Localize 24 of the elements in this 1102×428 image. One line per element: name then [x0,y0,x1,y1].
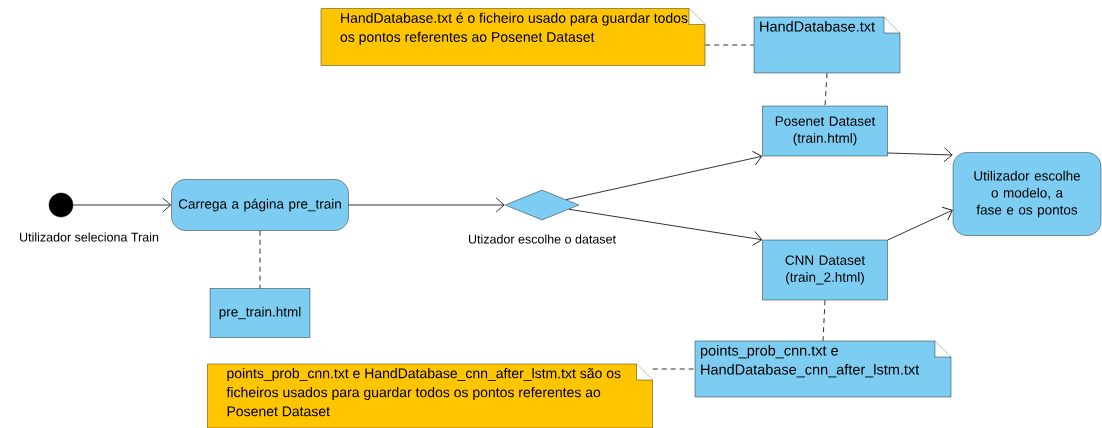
comment-note: HandDatabase.txt é o ficheiro usado para guardar todos os pontos referentes ao Posenet Dataset [320,8,706,66]
node-caption: Utizador escolhe o dataset [468,234,616,244]
dashed-connector [259,230,261,289]
note-box: HandDatabase.txt [753,16,901,74]
comment-note: points_prob_cnn.txt e HandDatabase_cnn_after_lstm.txt são os ficheiros usados para guardar todos os pontos referentes ao Posenet Dataset [207,363,653,428]
dashed-connector [824,72,828,107]
object-box: CNN Dataset (train_2.html) [762,239,888,301]
activity-box: Carrega a página pre_train [171,179,349,231]
arrow [887,206,953,241]
arrow [348,197,505,213]
node-caption: Utilizador seleciona Train [20,232,159,242]
note-box: points_prob_cnn.txt e HandDatabase_cnn_after_lstm.txt [694,340,952,398]
arrow [568,208,763,246]
start-dot [48,192,74,218]
decision-diamond [504,189,580,221]
dashed-connector [704,44,755,46]
dashed-connector [652,368,696,370]
object-box: pre_train.html [209,288,311,338]
activity-box: Utilizador escolhe o modelo, a fase e os pontos [952,152,1102,236]
arrow [565,150,763,201]
arrow [72,197,172,213]
dashed-connector [822,299,826,342]
arrow [887,147,953,163]
object-box: Posenet Dataset (train.html) [762,105,888,157]
